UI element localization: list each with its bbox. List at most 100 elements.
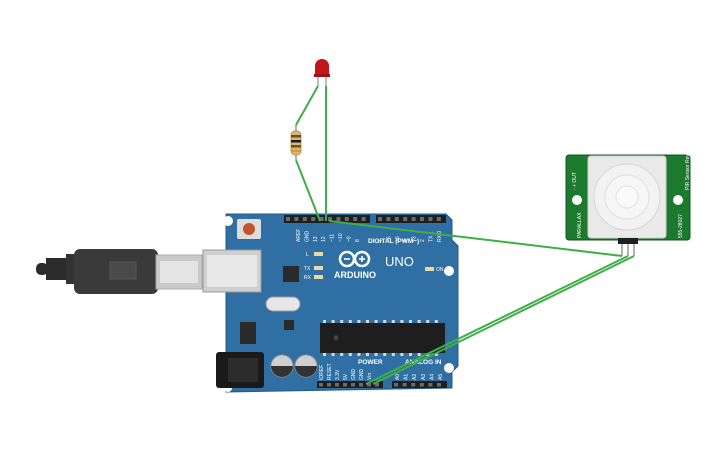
header-pin-hole[interactable] <box>428 217 433 221</box>
pir-mount-hole <box>572 195 582 205</box>
analog-header[interactable] <box>392 381 447 388</box>
header-pin-hole[interactable] <box>386 217 391 221</box>
resistor[interactable] <box>290 125 302 160</box>
chip-pin <box>400 353 404 356</box>
chip-pin <box>331 320 335 323</box>
reset-button-cap[interactable] <box>243 223 255 235</box>
chip-pin <box>417 320 421 323</box>
usb-chip <box>283 266 299 282</box>
wires <box>295 85 635 385</box>
red-led[interactable] <box>314 59 330 86</box>
header-pin-hole[interactable] <box>344 217 349 221</box>
header-pin-hole[interactable] <box>437 383 441 387</box>
header-pin-label: ~5 <box>395 236 401 242</box>
led-l-label: L <box>306 252 309 258</box>
header-pin-label: 2 <box>420 239 426 242</box>
chip-pin <box>417 353 421 356</box>
chip-pin <box>348 353 352 356</box>
chip-pin <box>348 320 352 323</box>
header-pin-hole[interactable] <box>294 217 299 221</box>
header-pin-hole[interactable] <box>394 383 398 387</box>
chip-pin <box>383 320 387 323</box>
header-pin-label: 13 <box>313 236 319 242</box>
usb-cable-strain-relief <box>46 258 66 280</box>
chip-pin <box>434 320 438 323</box>
pir-mount-hole <box>673 195 683 205</box>
usb-cable[interactable] <box>36 249 203 294</box>
small-chip <box>284 320 294 330</box>
header-pin-hole[interactable] <box>361 217 366 221</box>
header-pin-hole[interactable] <box>411 383 416 387</box>
header-pin-hole[interactable] <box>419 383 424 387</box>
chip-notch <box>333 335 339 341</box>
bottom-header-pins <box>319 383 441 387</box>
chip-pin <box>340 320 344 323</box>
header-pin-hole[interactable] <box>327 383 331 387</box>
wire-pin2-to-pir-out[interactable] <box>328 220 623 257</box>
chip-pin <box>366 353 369 356</box>
header-pin-hole[interactable] <box>403 217 408 221</box>
header-pin-hole[interactable] <box>351 383 355 387</box>
header-pin-hole[interactable] <box>420 217 424 221</box>
header-pin-hole[interactable] <box>375 383 379 387</box>
header-pin-hole[interactable] <box>328 217 332 221</box>
header-pin-hole[interactable] <box>428 383 433 387</box>
wire-gnd-to-pir-gnd[interactable] <box>372 255 635 385</box>
header-pin-hole[interactable] <box>319 383 323 387</box>
digital-header-right[interactable] <box>376 215 446 223</box>
header-pin-hole[interactable] <box>411 217 416 221</box>
led-tx <box>314 266 323 270</box>
wire-resistor-to-gnd[interactable] <box>295 159 321 222</box>
header-pin-hole[interactable] <box>378 217 382 221</box>
header-pin-hole[interactable] <box>286 217 290 221</box>
usb-cable-tail <box>36 263 48 275</box>
digital-label: DIGITAL (PWM~) <box>368 238 419 245</box>
header-pin-hole[interactable] <box>336 217 341 221</box>
header-pin-label: ~10 <box>338 233 344 242</box>
chip-pin <box>323 353 326 356</box>
capacitor-band <box>271 366 293 377</box>
power-header[interactable] <box>317 381 383 388</box>
analog-pin-label: A3 <box>421 374 427 380</box>
header-pin-label: ~11 <box>330 234 336 242</box>
header-pin-hole[interactable] <box>335 383 339 387</box>
chip-pin <box>400 320 404 323</box>
analog-pin-label: A1 <box>404 374 410 380</box>
header-pin-hole[interactable] <box>343 383 347 387</box>
header-pin-label: 4 <box>403 239 409 242</box>
led-on-label: ON <box>436 267 444 273</box>
header-pin-label: GND <box>304 231 310 243</box>
header-pin-hole[interactable] <box>436 217 441 221</box>
power-pin-label: GND <box>351 369 357 381</box>
resistor-band <box>291 135 301 138</box>
header-pin-hole[interactable] <box>359 383 363 387</box>
usb-b-jack-face <box>207 255 257 287</box>
usb-plug-metal-face <box>160 261 198 283</box>
chip-pin <box>426 320 430 323</box>
pir-label-top: PIR Sensor Rev B <box>685 149 691 190</box>
pir-lens-center <box>615 185 639 209</box>
chip-pin <box>323 320 326 323</box>
mount-hole <box>444 266 454 276</box>
wire-resistor-to-led[interactable] <box>295 85 319 126</box>
header-pin-hole[interactable] <box>302 217 307 221</box>
wire-5v-to-pir-vcc[interactable] <box>365 255 629 385</box>
header-pin-hole[interactable] <box>353 217 358 221</box>
header-pin-hole[interactable] <box>319 217 324 221</box>
header-pin-hole[interactable] <box>394 217 399 221</box>
header-pin-label: ~6 <box>386 236 392 242</box>
pir-motion-sensor[interactable]: PARALLAX 555-28027 PIR Sensor Rev B - + … <box>565 149 691 256</box>
header-pin-hole[interactable] <box>402 383 407 387</box>
header-pin-hole[interactable] <box>311 217 316 221</box>
pir-pin-header[interactable] <box>618 238 638 244</box>
header-pin-label: ~9 <box>346 236 352 242</box>
header-pin-label: RX 0 <box>437 231 443 242</box>
header-pin-hole[interactable] <box>367 383 371 387</box>
header-pin-label: ~3 <box>412 236 418 242</box>
arduino-uno-board[interactable]: L TX RX ON ARDUINO UNO DIGITAL (PWM~) AR… <box>202 213 459 393</box>
header-pin-label: TX 1 <box>428 231 434 242</box>
crystal-oscillator <box>265 296 301 312</box>
power-pin-label: 5V <box>343 373 349 380</box>
